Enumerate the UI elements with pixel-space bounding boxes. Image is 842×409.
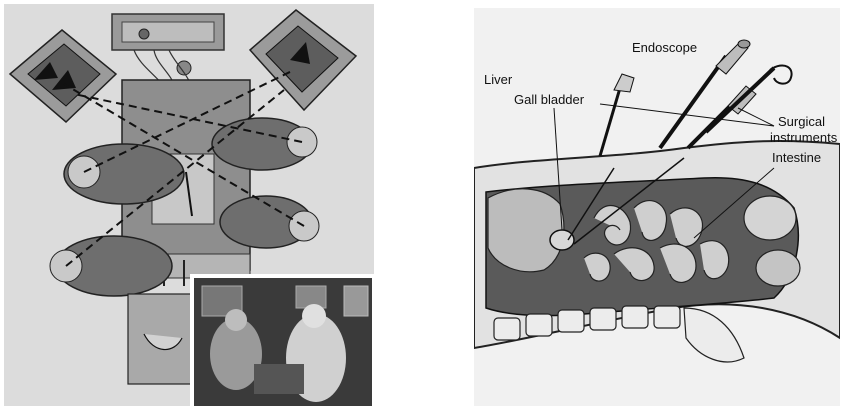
- operating-room-photo-inset: [190, 274, 374, 406]
- label-surgical-line2: instruments: [770, 130, 838, 145]
- label-gall-bladder: Gall bladder: [514, 92, 585, 107]
- label-surgical-line1: Surgical: [778, 114, 825, 129]
- operating-room-illustration: [4, 4, 374, 406]
- instrument-tray: [128, 294, 198, 384]
- liver: [488, 189, 564, 272]
- operating-room-drawing: [4, 4, 374, 406]
- label-intestine: Intestine: [772, 150, 821, 165]
- gall-bladder: [550, 230, 574, 250]
- label-liver: Liver: [484, 72, 513, 87]
- cross-section-drawing: Endoscope Liver Gall bladder Surgical in…: [474, 8, 840, 406]
- label-endoscope: Endoscope: [632, 40, 697, 55]
- laparoscopy-cross-section: Endoscope Liver Gall bladder Surgical in…: [474, 8, 840, 406]
